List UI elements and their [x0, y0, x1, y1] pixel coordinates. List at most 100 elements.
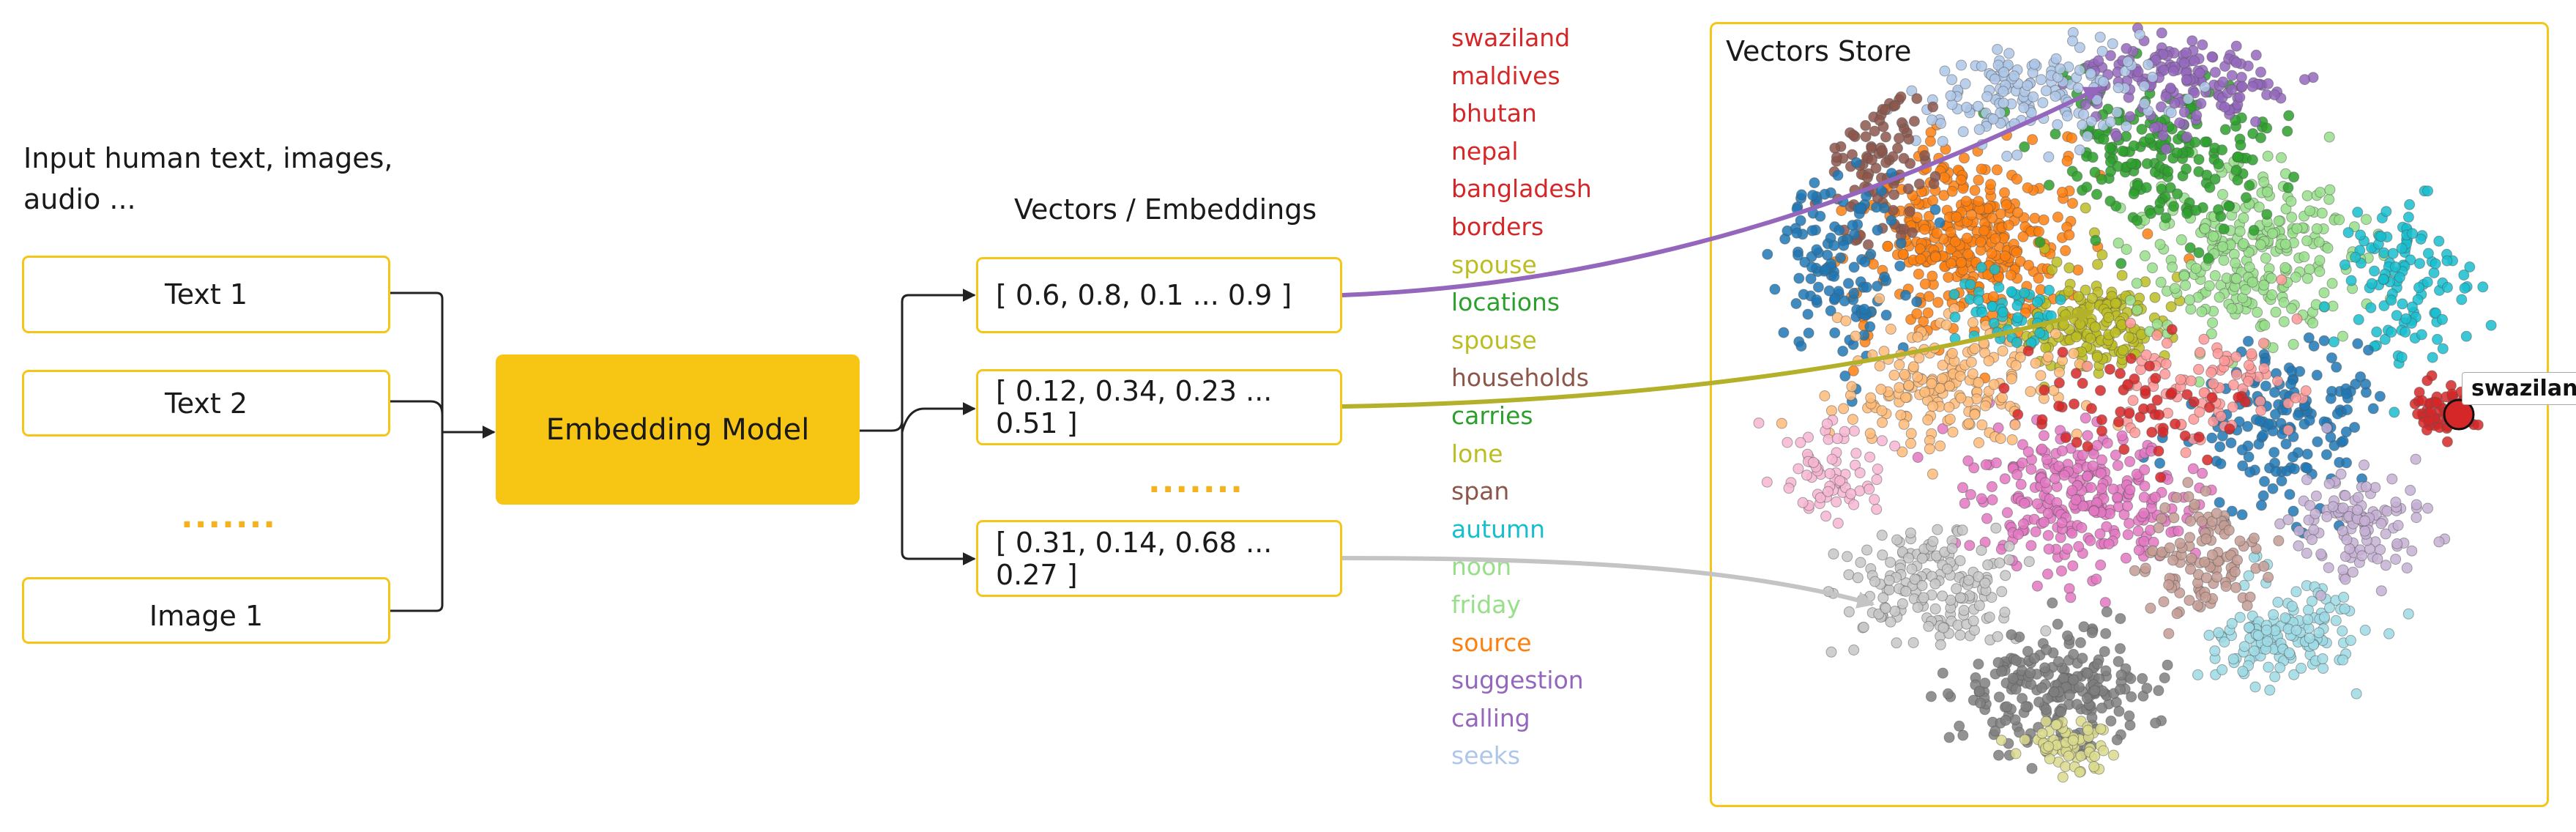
embedding-point	[1985, 179, 1997, 190]
embedding-point	[2196, 306, 2208, 318]
embedding-point	[1919, 278, 1931, 290]
vector-2-box[interactable]: [ 0.12, 0.34, 0.23 ... 0.51 ]	[976, 369, 1342, 445]
vector-2-value: [ 0.12, 0.34, 0.23 ... 0.51 ]	[996, 375, 1273, 439]
embedding-point	[2246, 276, 2258, 288]
embedding-point	[2214, 291, 2225, 303]
input-image-1-box[interactable]: Image 1	[22, 577, 390, 644]
embedding-point	[2286, 302, 2298, 314]
embedding-point	[1946, 185, 1958, 197]
embedding-point	[1897, 248, 1909, 260]
embedding-point	[2149, 291, 2161, 303]
word-item: nepal	[1451, 136, 1519, 166]
embedding-point	[1922, 307, 1934, 319]
vector-1-value: [ 0.6, 0.8, 0.1 ... 0.9 ]	[996, 279, 1292, 311]
word-item: locations	[1451, 288, 1560, 317]
connector-model-out	[860, 420, 904, 432]
embedding-point	[2121, 244, 2132, 255]
vector-1-box[interactable]: [ 0.6, 0.8, 0.1 ... 0.9 ]	[976, 257, 1342, 333]
word-item: households	[1451, 363, 1589, 393]
input-ellipsis: .......	[181, 498, 278, 535]
embedding-point	[2184, 294, 2195, 305]
embedding-point	[2063, 229, 2075, 241]
embedding-point	[2238, 212, 2249, 224]
connector-text-2	[390, 400, 444, 432]
embedding-point	[2060, 245, 2071, 256]
embedding-point	[1915, 253, 1927, 265]
vectors-store-box	[1710, 22, 2549, 807]
connector-text-1	[390, 291, 444, 432]
embedding-point	[2175, 234, 2187, 245]
embedding-point	[2291, 223, 2303, 234]
input-text-2-box[interactable]: Text 2	[22, 370, 390, 437]
word-item: spouse	[1451, 250, 1537, 279]
embedding-point	[1989, 233, 2001, 245]
vectors-ellipsis: .......	[1148, 463, 1245, 500]
embedding-point	[2023, 259, 2034, 271]
embedding-point	[2132, 304, 2143, 316]
word-item: autumn	[1451, 514, 1546, 543]
word-item: friday	[1451, 590, 1522, 619]
embedding-point	[2180, 280, 2192, 291]
embedding-point	[2205, 328, 2217, 340]
embedding-point	[1949, 236, 1961, 248]
word-item: lone	[1451, 439, 1503, 468]
embedding-point	[1969, 185, 1981, 196]
embedding-point	[2017, 231, 2029, 242]
embedding-point	[1975, 236, 1987, 248]
vector-3-value: [ 0.31, 0.14, 0.68 ... 0.27 ]	[996, 526, 1273, 591]
embedding-point	[2217, 241, 2228, 253]
embedding-point	[2066, 133, 2077, 144]
link-vector-2-to-store	[1341, 307, 2095, 409]
embedding-point	[1973, 196, 1984, 207]
embedding-point	[2038, 214, 2050, 226]
embedding-point	[2190, 263, 2202, 274]
embedding-point	[2167, 261, 2178, 273]
embedding-point	[2155, 276, 2167, 288]
embedding-point	[1919, 223, 1931, 235]
embedding-point	[2334, 214, 2345, 226]
embedding-point	[2322, 242, 2334, 254]
embedding-point	[2203, 280, 2215, 291]
embedding-point	[2298, 251, 2310, 263]
input-text-1-box[interactable]: Text 1	[22, 256, 390, 333]
embedding-point	[2266, 289, 2278, 300]
embedding-point	[1965, 209, 1977, 220]
embedding-point	[2279, 261, 2291, 273]
embedding-point	[1923, 291, 1935, 302]
embedding-point	[2011, 174, 2022, 185]
word-item: source	[1451, 628, 1532, 657]
embedding-point	[1987, 212, 1998, 224]
embedding-point	[2287, 338, 2299, 350]
embedding-point	[1847, 365, 1859, 376]
embedding-model-label: Embedding Model	[546, 412, 810, 447]
word-item: maldives	[1451, 61, 1560, 90]
embedding-point	[2208, 231, 2219, 242]
vectors-title: Vectors / Embeddings	[1014, 193, 1317, 226]
word-item: bhutan	[1451, 99, 1537, 128]
embedding-point	[2318, 287, 2330, 299]
embedding-point	[1913, 268, 1924, 280]
embedding-point	[2230, 257, 2241, 269]
embedding-point	[2092, 259, 2104, 270]
vector-3-box[interactable]: [ 0.31, 0.14, 0.68 ... 0.27 ]	[976, 520, 1342, 597]
embedding-point	[2089, 322, 2101, 333]
embedding-point	[2063, 286, 2074, 297]
embedding-point	[2361, 214, 2372, 226]
embedding-point	[2276, 152, 2287, 163]
embedding-model-box[interactable]: Embedding Model	[496, 354, 860, 505]
embedding-point	[2165, 301, 2177, 313]
embedding-point	[2323, 131, 2335, 143]
embedding-point	[1931, 227, 1943, 239]
embedding-point	[2072, 291, 2084, 302]
embedding-point	[2000, 199, 2012, 211]
embedding-point	[2255, 239, 2266, 250]
embedding-point	[2280, 203, 2292, 215]
embedding-point	[1927, 270, 1938, 282]
embedding-point	[1959, 152, 1970, 164]
embedding-point	[2278, 297, 2290, 308]
embedding-point	[2123, 332, 2134, 343]
embedding-point	[2314, 255, 2326, 267]
